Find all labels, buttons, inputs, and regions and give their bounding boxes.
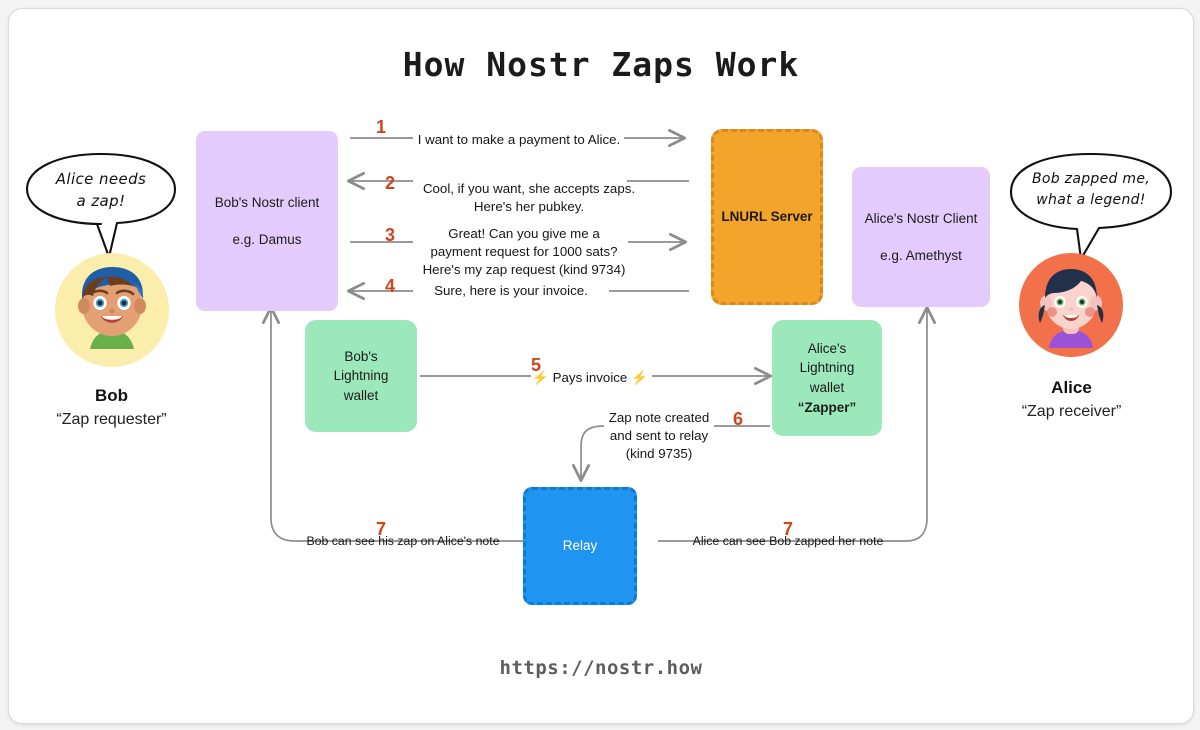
step-3-label: Great! Can you give me a payment request… [413, 225, 635, 279]
alice-client-line1: Alice's Nostr Client [864, 210, 978, 226]
node-relay[interactable]: Relay [523, 487, 637, 605]
diagram-canvas: How Nostr Zaps Work [9, 9, 1193, 723]
step-6-line3: (kind 9735) [625, 445, 693, 461]
lnurl-server-label: LNURL Server [721, 209, 813, 225]
step-5-label: ⚡ Pays invoice ⚡ [525, 369, 655, 387]
step-6-number: 6 [732, 409, 743, 429]
step-1-line1: I want to make a payment to Alice. [417, 132, 621, 147]
bob-speech-bubble [25, 152, 177, 259]
node-lnurl-server[interactable]: LNURL Server [711, 129, 823, 305]
step-6-line1: Zap note created [608, 410, 710, 425]
alice-speech-line1: Bob zapped me, [1031, 171, 1151, 187]
alice-client-line2: e.g. Amethyst [880, 247, 962, 263]
bob-wallet-line1: Bob's [344, 348, 378, 364]
step-6-line2: and sent to relay [609, 427, 709, 443]
alice-wallet-line1: Alice's [807, 340, 847, 356]
alice-speech-line2: what a legend! [1036, 192, 1146, 208]
step-5-line1: ⚡ Pays invoice ⚡ [532, 370, 648, 385]
node-bob-nostr-client[interactable]: Bob's Nostr client e.g. Damus [196, 131, 338, 311]
step-7-left-line1: Bob can see his zap on Alice's note [306, 534, 500, 548]
bob-client-line2: e.g. Damus [232, 231, 302, 247]
step-4-line1: Sure, here is your invoice. [434, 283, 588, 298]
step-4-label: Sure, here is your invoice. [413, 282, 609, 300]
step-1-label: I want to make a payment to Alice. [413, 131, 625, 149]
node-bob-lightning-wallet[interactable]: Bob's Lightning wallet [305, 320, 417, 432]
alice-wallet-line4: “Zapper” [797, 399, 857, 415]
node-alice-nostr-client[interactable]: Alice's Nostr Client e.g. Amethyst [852, 167, 990, 307]
bob-wallet-line2: Lightning [333, 368, 389, 384]
step-7-right-line1: Alice can see Bob zapped her note [692, 534, 884, 548]
step-6-label: Zap note created and sent to relay (kind… [603, 409, 715, 463]
step-2-line1: Cool, if you want, she accepts zaps. [422, 181, 636, 196]
bob-avatar [55, 253, 169, 367]
diagram-frame: How Nostr Zaps Work [8, 8, 1194, 724]
step-4-number: 4 [384, 276, 395, 296]
step-1-number: 1 [375, 117, 386, 137]
bob-name: Bob [94, 386, 129, 405]
alice-speech-text: Bob zapped me, what a legend! [1011, 169, 1171, 211]
step-2-line2: Here's her pubkey. [473, 198, 585, 214]
bob-wallet-line3: wallet [343, 387, 379, 403]
step-7-left-label: Bob can see his zap on Alice's note [285, 533, 521, 550]
bob-role: “Zap requester” [56, 411, 167, 428]
node-alice-lightning-wallet[interactable]: Alice's Lightning wallet “Zapper” [772, 320, 882, 436]
page-title: How Nostr Zaps Work [402, 45, 800, 84]
step-2-number: 2 [384, 173, 395, 193]
step-7-left-number: 7 [375, 519, 386, 539]
footer-url[interactable]: https://nostr.how [499, 657, 703, 679]
alice-avatar [1019, 253, 1123, 357]
connector-layer [25, 128, 1173, 542]
alice-wallet-line2: Lightning [799, 360, 855, 376]
relay-label: Relay [562, 538, 598, 554]
alice-role: “Zap receiver” [1021, 403, 1122, 420]
step-7-right-number: 7 [782, 519, 793, 539]
step-3-line1: Great! Can you give me a [448, 226, 600, 241]
step-5-number: 5 [530, 355, 541, 375]
step-3-line2: payment request for 1000 sats? [430, 243, 618, 259]
bob-speech-line2: a zap! [76, 191, 126, 210]
step-2-label: Cool, if you want, she accepts zaps. Her… [413, 180, 645, 216]
step-7-right-label: Alice can see Bob zapped her note [671, 533, 905, 550]
alice-name: Alice [1051, 378, 1092, 397]
bob-speech-line1: Alice needs [55, 170, 147, 188]
bob-speech-text: Alice needs a zap! [27, 169, 175, 213]
bob-client-line1: Bob's Nostr client [214, 194, 320, 210]
alice-wallet-line3: wallet [809, 380, 845, 395]
step-3-number: 3 [384, 225, 395, 245]
step-3-line3: Here's my zap request (kind 9734) [422, 261, 626, 277]
